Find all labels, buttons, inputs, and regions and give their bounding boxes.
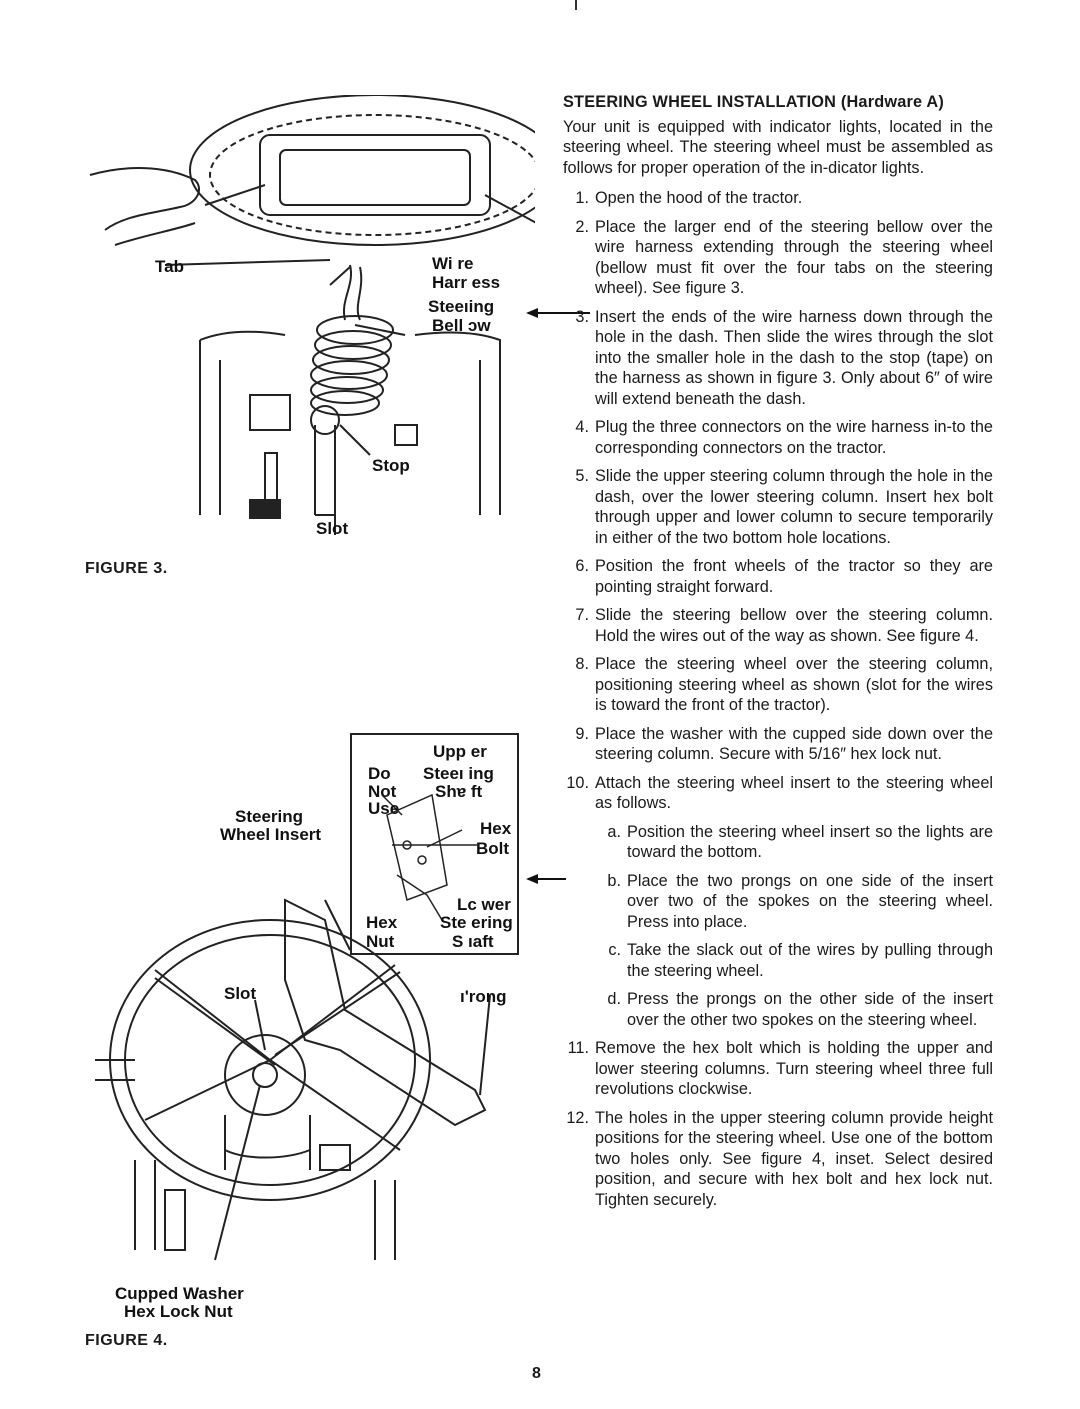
step-item: 10. Attach the steering wheel insert to t…	[563, 773, 993, 814]
fig4-label-prong: ı'rong	[460, 987, 507, 1006]
figure-4-caption: FIGURE 4.	[85, 1332, 168, 1349]
fig4-label-slot: Slot	[224, 984, 257, 1003]
step-item: 3. Insert the ends of the wire harness do…	[563, 307, 993, 410]
substep-item: d. Press the prongs on the other side of …	[595, 989, 993, 1030]
substep-letter: c.	[608, 941, 621, 959]
step-text: Attach the steering wheel insert to the …	[595, 773, 993, 813]
fig4-label-upper: Upp er	[433, 742, 487, 761]
figure-3-caption: FIGURE 3.	[85, 560, 168, 577]
step-number: 6.	[575, 557, 589, 575]
page-number: 8	[532, 1365, 541, 1382]
fig4-label-bolt: Bolt	[476, 839, 510, 858]
step-number: 4.	[575, 418, 589, 436]
fig4-label-steering-upper: Steeı ing	[423, 764, 494, 783]
step-text: Insert the ends of the wire harness down…	[595, 307, 993, 408]
fig3-label-bellow: Bell ɔw	[432, 316, 491, 335]
step-text: Position the front wheels of the tractor…	[595, 557, 993, 596]
fig4-label-hex: Hex	[480, 819, 512, 838]
step-item: 7. Slide the steering bellow over the ste…	[563, 605, 993, 646]
step-item: 9. Place the washer with the cupped side …	[563, 724, 993, 765]
step-item: 11. Remove the hex bolt which is holding …	[563, 1038, 993, 1100]
instructions-column: STEERING WHEEL INSTALLATION (Hardware A)…	[563, 92, 993, 1218]
substep-item: a. Position the steering wheel insert so …	[595, 822, 993, 863]
step-text: Open the hood of the tractor.	[595, 189, 803, 207]
step-item: 2. Place the larger end of the steering b…	[563, 217, 993, 299]
step-number: 10.	[566, 773, 589, 792]
dash-panel	[199, 330, 501, 515]
step-number: 2.	[575, 217, 589, 236]
fig3-label-wire: Wi re	[432, 254, 474, 273]
step-number: 9.	[575, 724, 589, 743]
steering-bellow	[310, 315, 394, 416]
step-number: 3.	[575, 307, 589, 326]
figure-3-illustration	[89, 95, 535, 535]
fig3-label-stop: Stop	[372, 456, 410, 475]
arrow-step-2	[526, 308, 590, 318]
step-number: 5.	[575, 467, 589, 485]
fig4-label-hex-nut-2: Nut	[366, 932, 395, 951]
step-number: 11.	[567, 1039, 589, 1057]
substep-text: Place the two prongs on one side of the …	[627, 871, 993, 931]
step-text: Place the steering wheel over the steeri…	[595, 655, 993, 714]
step-text: Slide the steering bellow over the steer…	[595, 606, 993, 645]
fig4-label-steering-insert-2: Wheel Insert	[220, 825, 322, 844]
step-item: 8. Place the steering wheel over the stee…	[563, 654, 993, 716]
hub	[224, 1034, 306, 1116]
intro-paragraph: Your unit is equipped with indicator lig…	[563, 117, 993, 177]
fig4-label-use: Use	[368, 799, 400, 818]
fig3-label-slot: Slot	[316, 519, 349, 538]
fig4-label-shaft-lower: S ıaft	[452, 932, 494, 951]
step-number: 7.	[575, 606, 589, 624]
section-heading: STEERING WHEEL INSTALLATION (Hardware A)	[563, 93, 944, 111]
steering-wheel	[189, 95, 535, 246]
substep-text: Take the slack out of the wires by pulli…	[627, 941, 993, 980]
step-text: Remove the hex bolt which is holding the…	[595, 1039, 993, 1098]
fig4-label-steering-lower: Ste ering	[440, 913, 513, 932]
top-margin-mark	[575, 0, 577, 10]
fig3-label-tab: Tab	[155, 257, 184, 276]
step-item: 5. Slide the upper steering column throug…	[563, 466, 993, 548]
fig4-label-hex-nut-1: Hex	[366, 913, 398, 932]
inset-illustration	[381, 793, 477, 921]
step-text: Plug the three connectors on the wire ha…	[595, 418, 993, 457]
fig4-label-cupped-washer: Cupped Washer	[115, 1284, 244, 1303]
step-text: The holes in the upper steering column p…	[595, 1108, 993, 1209]
fig4-label-hex-lock-nut: Hex Lock Nut	[124, 1302, 233, 1321]
substep-text: Position the steering wheel insert so th…	[627, 822, 993, 862]
fig4-label-shaft-upper: Shɐ ft	[435, 782, 483, 801]
fig4-label-not: Not	[368, 782, 397, 801]
substep-item: c. Take the slack out of the wires by pul…	[595, 940, 993, 981]
figure-4-inset	[350, 733, 519, 955]
substep-letter: a.	[607, 822, 621, 841]
step-item: 1. Open the hood of the tractor.	[563, 188, 993, 209]
step-number: 1.	[575, 189, 589, 207]
substep-letter: d.	[607, 990, 621, 1008]
figure-4-illustration	[95, 898, 491, 1261]
step-item: 6. Position the front wheels of the tract…	[563, 556, 993, 597]
arrow-step-10	[526, 874, 566, 884]
step-text: Place the larger end of the steering bel…	[595, 217, 993, 298]
step-text: Slide the upper steering column through …	[595, 467, 993, 547]
fig4-label-lower: Lc wer	[457, 895, 511, 914]
substep-item: b. Place the two prongs on one side of th…	[595, 871, 993, 933]
fig3-label-steering: Steeıing	[428, 297, 495, 316]
fig3-label-harness: Harr ess	[432, 273, 501, 292]
hand-outline	[89, 167, 200, 231]
step-text: Place the washer with the cupped side do…	[595, 724, 993, 764]
steering-wheel-insert	[284, 898, 487, 1127]
substep-letter: b.	[607, 871, 621, 890]
fig4-label-steering-insert-1: Steering	[235, 807, 304, 826]
step-number: 8.	[575, 655, 589, 673]
step-number: 12.	[566, 1108, 589, 1127]
substep-list: a. Position the steering wheel insert so …	[595, 822, 993, 1031]
substep-text: Press the prongs on the other side of th…	[627, 990, 993, 1029]
step-item: 4. Plug the three connectors on the wire …	[563, 417, 993, 458]
fig4-label-do: Do	[368, 764, 391, 783]
step-item: 12. The holes in the upper steering colum…	[563, 1108, 993, 1211]
